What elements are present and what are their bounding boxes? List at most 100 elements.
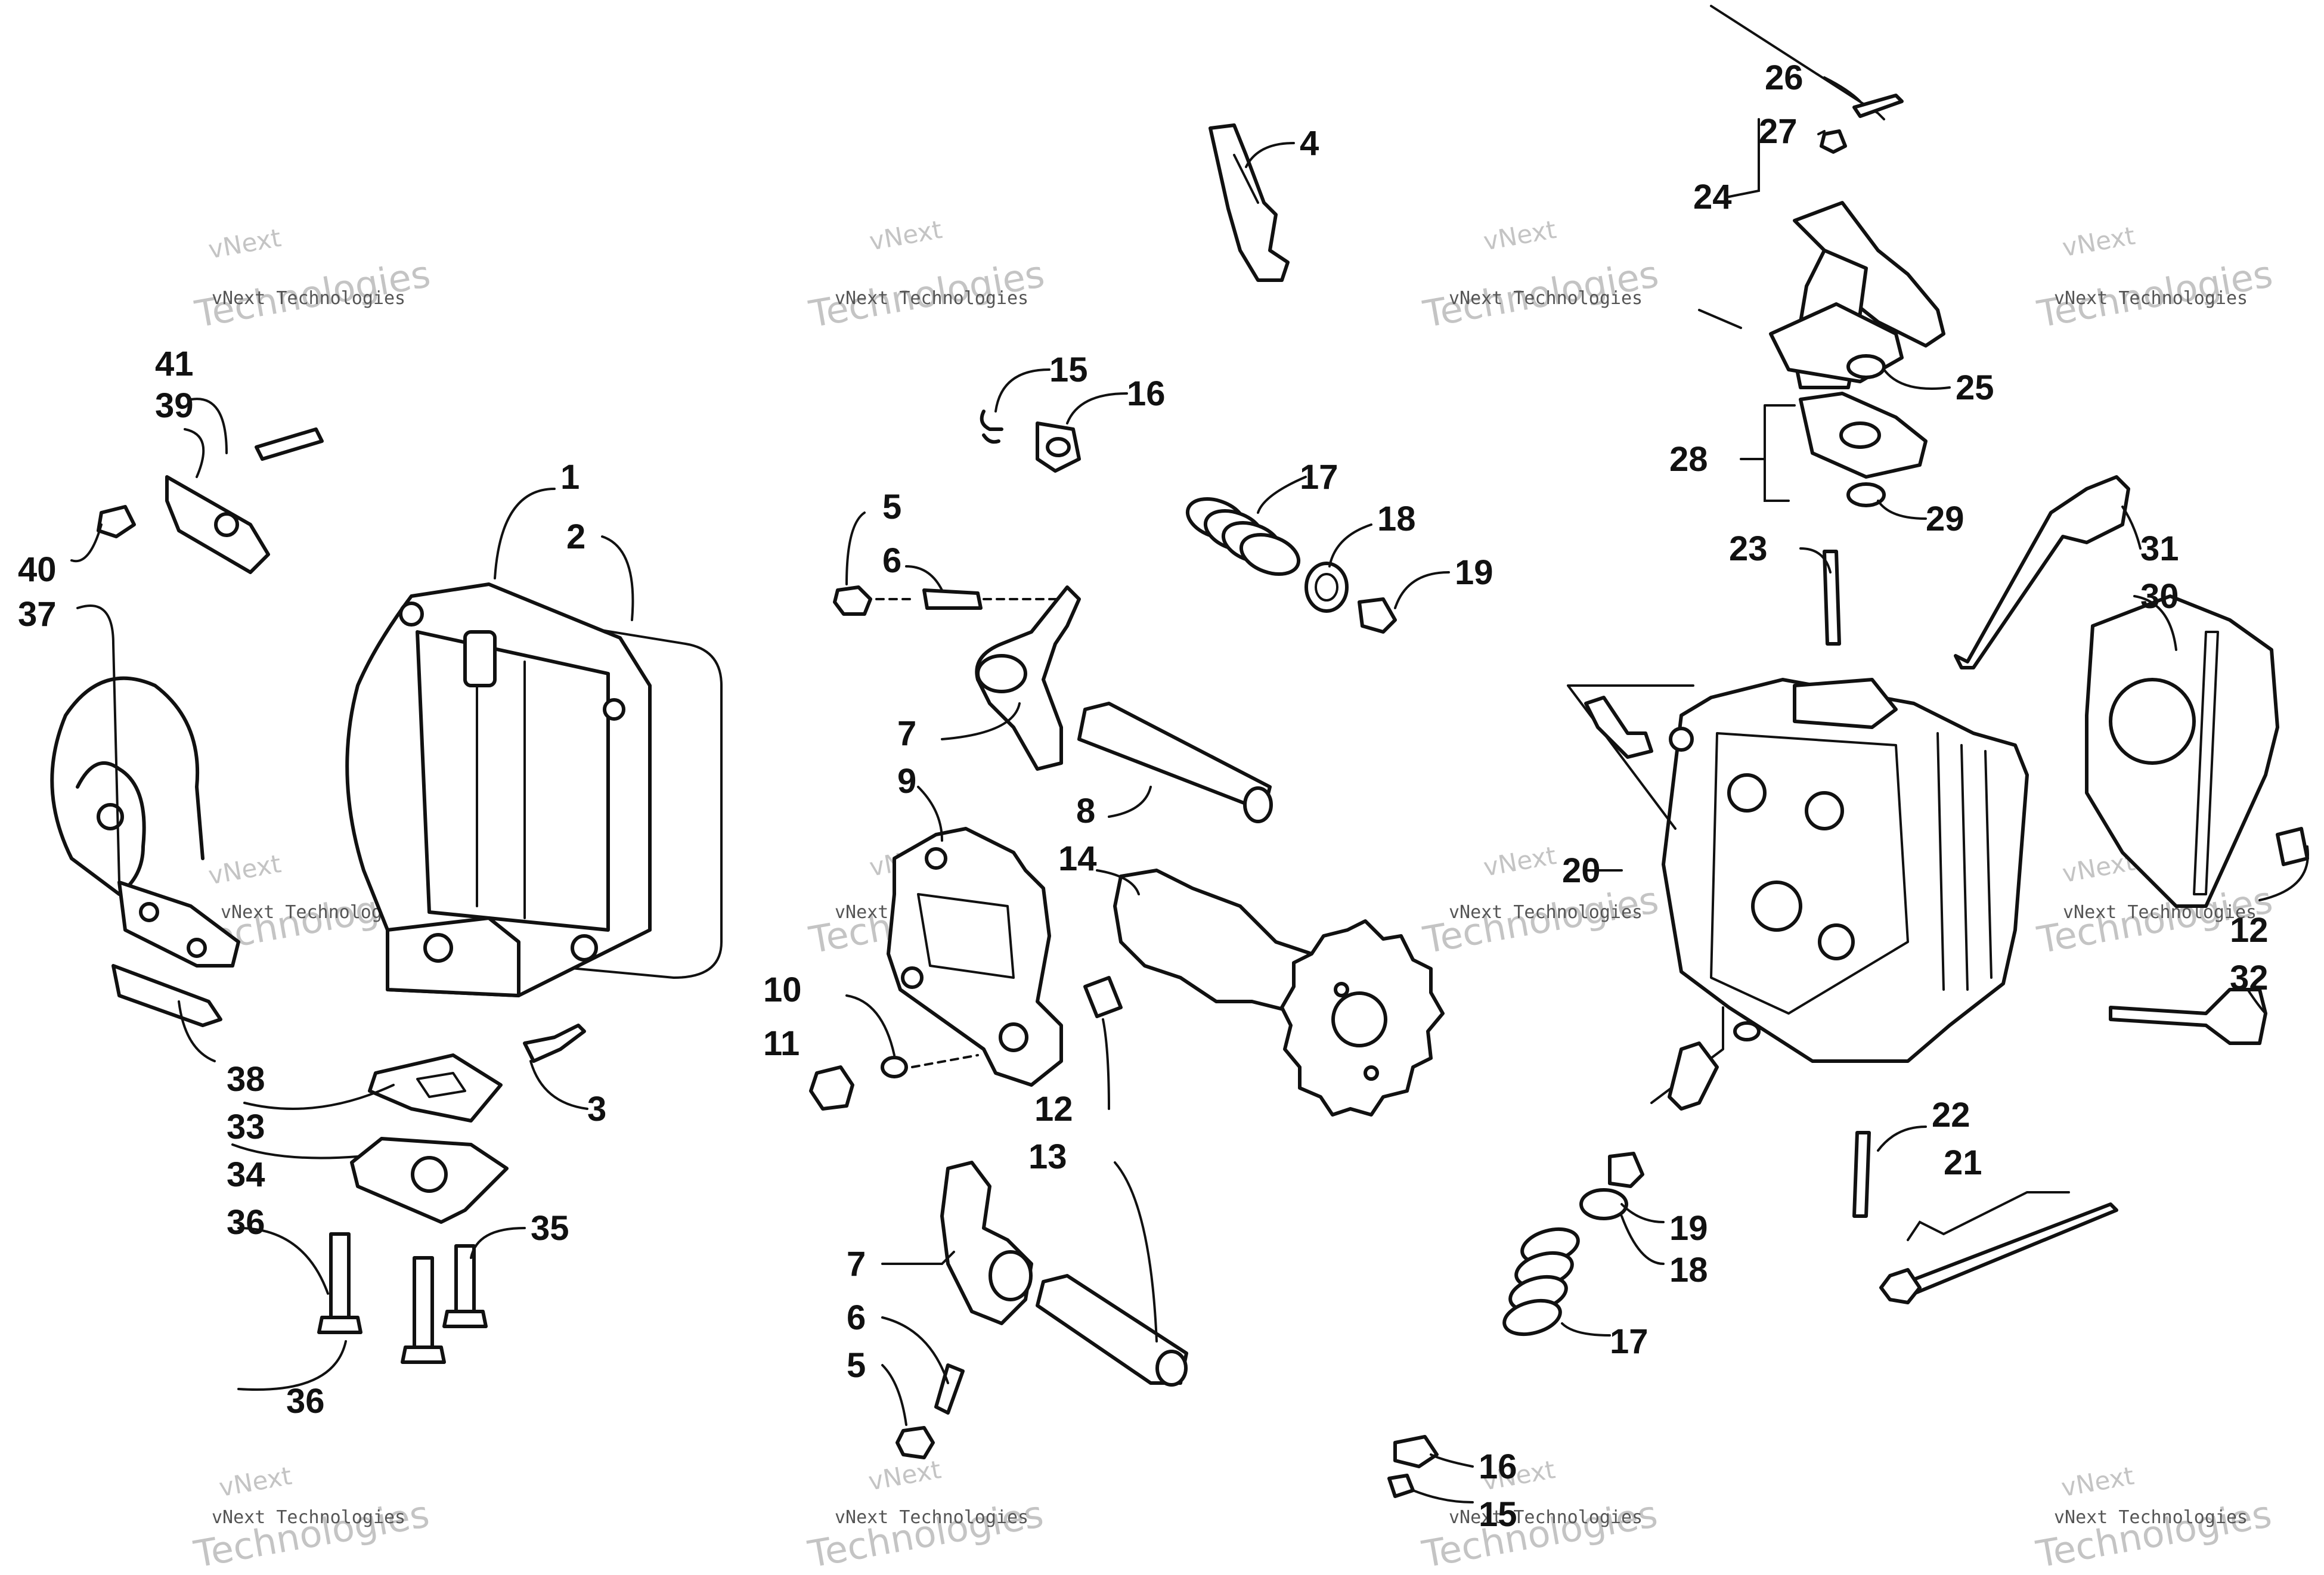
rocker-shaft-end <box>1155 1350 1188 1387</box>
callout-25: 25 <box>1956 368 1994 407</box>
nut-27 <box>1820 129 1847 154</box>
valve-cover-rib <box>476 649 526 919</box>
svg-text:vNext Technologies: vNext Technologies <box>1449 288 1643 309</box>
svg-text:vNext Technologies: vNext Technologies <box>212 1507 405 1528</box>
spacer-window <box>416 1072 466 1098</box>
callout-30: 30 <box>2140 577 2179 616</box>
callout-36a: 36 <box>227 1203 265 1242</box>
callout-numbers: 1 2 3 4 5 6 7 8 9 10 11 12 13 14 7 6 5 1… <box>18 58 2269 1534</box>
callout-31: 31 <box>2140 529 2179 568</box>
rocker-camshaft-group <box>809 123 1445 1459</box>
valve-cover-top <box>416 630 610 932</box>
callout-2: 2 <box>566 517 585 556</box>
watermark: vNext Technologies vNext Technologies <box>191 223 433 336</box>
cover-breather-nipple <box>463 630 497 687</box>
callout-16b: 16 <box>1479 1447 1517 1486</box>
rocker-holder-window <box>917 893 1015 979</box>
callout-7b: 7 <box>847 1245 866 1283</box>
valve-spring-17-top <box>1185 497 1301 576</box>
gasket-hole <box>214 512 239 537</box>
head-gasket-channel <box>2193 631 2219 895</box>
seal-16-bottom <box>1393 1435 1439 1468</box>
callout-18a: 18 <box>1377 500 1416 538</box>
bracket-tube <box>50 676 204 896</box>
holder-hole <box>901 966 924 989</box>
bolt-36a <box>329 1232 351 1319</box>
callout-20: 20 <box>1562 851 1601 890</box>
watermark: vNext Technologies vNext Technologies <box>1420 841 1662 962</box>
nut-5-bottom <box>895 1426 935 1459</box>
watermark: vNext Technologies vNext Technologies <box>2034 221 2276 336</box>
spacer-33 <box>368 1053 503 1123</box>
intake-bracket-line <box>1698 5 1885 329</box>
camshaft-14 <box>1113 869 1313 1015</box>
callout-29: 29 <box>1926 500 1964 538</box>
callout-41: 41 <box>155 345 194 383</box>
washer-10 <box>881 1056 908 1078</box>
dowel-12-center <box>1083 976 1123 1018</box>
callout-36b: 36 <box>286 1382 325 1421</box>
head-stud-top <box>1584 696 1653 759</box>
callout-8: 8 <box>1076 792 1095 830</box>
callout-4: 4 <box>1300 124 1319 163</box>
nut-40 <box>97 505 136 538</box>
screw-6-bottom <box>934 1363 965 1415</box>
valve-spring-17-bottom <box>1502 1227 1580 1337</box>
flange-hole <box>139 902 159 922</box>
callout-39: 39 <box>155 386 194 425</box>
callout-24: 24 <box>1693 178 1732 216</box>
spark-plug-line <box>1233 154 1259 204</box>
cover-bolt-hole <box>571 934 598 962</box>
bolt-36a-head <box>317 1316 362 1334</box>
holder-hole <box>925 847 947 870</box>
long-bolt-21 <box>1906 1202 2118 1295</box>
nut-11 <box>809 1065 854 1111</box>
retainer-18-top <box>1304 562 1349 613</box>
cylinder-head-chamber <box>1710 732 1909 1015</box>
cover-plate-hole <box>411 1156 448 1193</box>
flange-gasket <box>111 964 222 1027</box>
svg-text:vNext: vNext <box>2059 1461 2136 1503</box>
svg-text:vNext: vNext <box>217 1461 294 1503</box>
callout-37: 37 <box>18 595 57 634</box>
long-bolt-21-head <box>1879 1268 1922 1304</box>
callout-11: 11 <box>763 1024 800 1063</box>
cam-sprocket-hole <box>1334 982 1349 997</box>
svg-text:Technologies: Technologies <box>190 1492 432 1575</box>
svg-text:vNext Technologies: vNext Technologies <box>2063 902 2257 923</box>
callout-22: 22 <box>1932 1096 1970 1134</box>
callout-27: 27 <box>1759 112 1798 151</box>
cover-bolt-hole <box>423 933 453 963</box>
svg-text:vNext: vNext <box>867 215 944 256</box>
callout-10: 10 <box>763 971 802 1009</box>
bolt-26 <box>1852 94 1904 118</box>
callout-12a: 12 <box>1034 1090 1073 1128</box>
cam-sprocket-hub <box>1331 991 1387 1047</box>
watermark: vNext Technologies vNext Technologies <box>2032 1461 2275 1575</box>
callout-6a: 6 <box>882 541 901 580</box>
seal-19-top <box>1358 597 1397 634</box>
rocker-arm-bore <box>989 1250 1033 1301</box>
oring-29 <box>1846 482 1886 507</box>
cam-sprocket-hole <box>1364 1065 1379 1081</box>
watermark: vNext Technologies vNext Technologies <box>805 215 1048 336</box>
callout-16a: 16 <box>1127 374 1166 413</box>
callout-6b: 6 <box>847 1298 866 1337</box>
head-port <box>1818 923 1855 960</box>
callout-5b: 5 <box>847 1346 866 1385</box>
stud-41 <box>255 427 324 461</box>
callout-40: 40 <box>18 550 57 589</box>
svg-text:vNext Technologies: vNext Technologies <box>835 1507 1028 1528</box>
svg-text:vNext: vNext <box>206 223 283 265</box>
callout-18b: 18 <box>1669 1251 1708 1289</box>
callout-34: 34 <box>227 1155 265 1194</box>
holder-hole <box>999 1022 1028 1052</box>
bolt-3 <box>523 1024 586 1063</box>
svg-text:vNext: vNext <box>1481 215 1558 256</box>
retainer-18-hole <box>1315 573 1338 602</box>
head-port <box>1805 791 1844 830</box>
svg-text:vNext: vNext <box>1481 841 1558 882</box>
watermark: vNext Technologies vNext Technologies <box>1418 1455 1660 1575</box>
valve-32 <box>2109 988 2267 1045</box>
